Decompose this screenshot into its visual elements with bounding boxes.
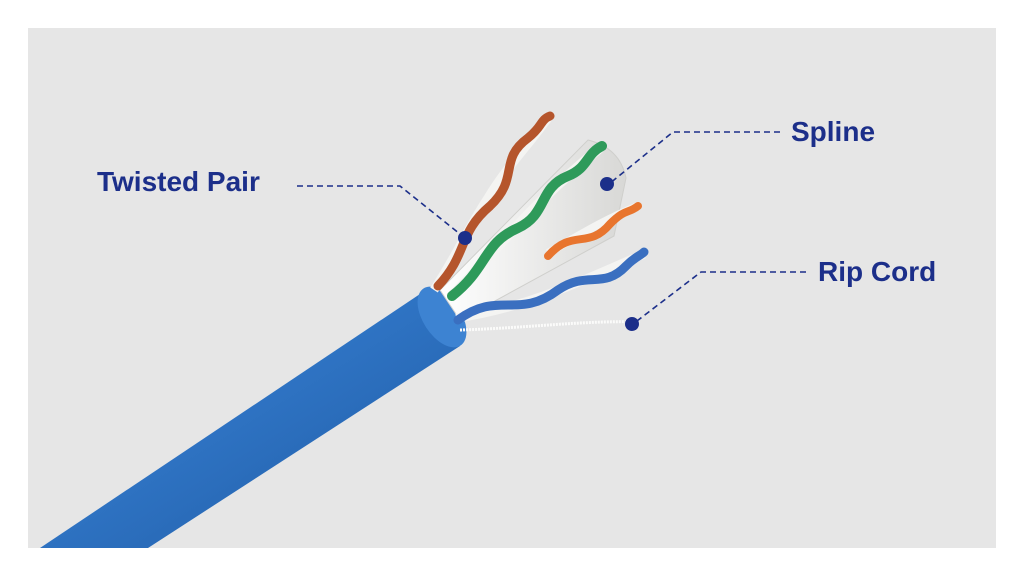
twisted-pair-brown (430, 111, 555, 293)
twisted-pair-blue (453, 247, 649, 325)
twisted-pair-green (446, 141, 607, 302)
twisted-pair-orange (544, 202, 642, 260)
label-rip-cord: Rip Cord (818, 256, 937, 287)
cable-jacket (40, 286, 467, 548)
callout-dot-icon (458, 231, 472, 245)
leader-lines (297, 131, 806, 325)
label-twisted-pair: Twisted Pair (97, 166, 260, 197)
diagram-canvas: Twisted Pair Spline Rip Cord (28, 28, 996, 548)
cable-illustration (40, 111, 806, 548)
rip-cord (459, 320, 641, 332)
label-spline: Spline (791, 116, 876, 147)
callout-dot-icon (625, 317, 639, 331)
callout-dot-icon (600, 177, 614, 191)
